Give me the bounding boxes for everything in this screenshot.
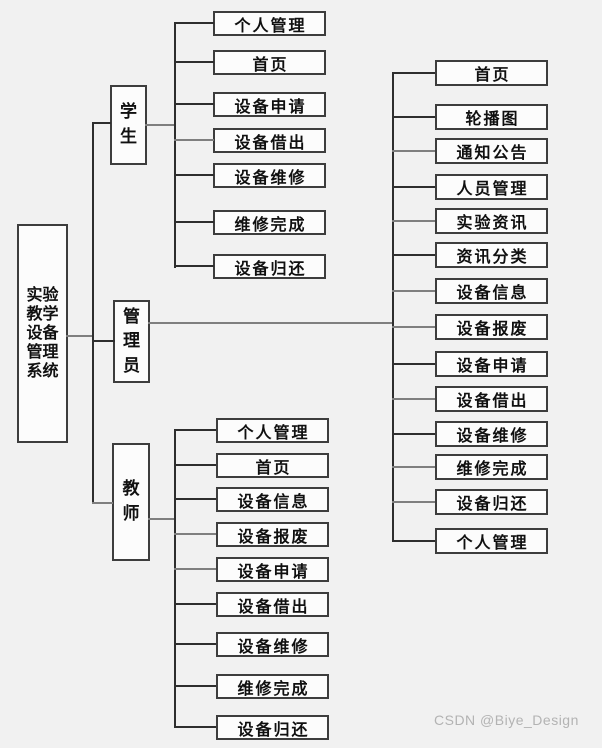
connector-line [174, 498, 216, 500]
connector-line [92, 502, 113, 504]
admin-item-node: 设备信息 [435, 278, 548, 304]
connector-line [174, 103, 214, 105]
role-student-label: 学生 [119, 102, 137, 146]
connector-line [174, 61, 214, 63]
connector-line [174, 643, 216, 645]
connector-line [392, 290, 435, 292]
connector-line [392, 398, 435, 400]
admin-item-node: 首页 [435, 60, 548, 86]
admin-item-node: 通知公告 [435, 138, 548, 164]
connector-line [174, 603, 216, 605]
connector-line [174, 221, 214, 223]
connector-line [174, 533, 216, 535]
admin-item-node: 维修完成 [435, 454, 548, 480]
connector-line [92, 122, 111, 124]
root-node: 实验教学设备管理系统 [17, 224, 68, 443]
teacher-item-node: 设备申请 [216, 557, 329, 582]
teacher-item-node: 设备报废 [216, 522, 329, 547]
connector-line [92, 340, 115, 342]
student-item-node: 个人管理 [213, 11, 326, 36]
teacher-item-node: 设备维修 [216, 632, 329, 657]
role-admin-label: 管理员 [122, 306, 140, 375]
connector-line [392, 72, 435, 74]
system-title: 实验教学设备管理系统 [26, 286, 59, 381]
role-teacher-node: 教师 [112, 443, 150, 561]
student-item-node: 首页 [213, 50, 326, 75]
connector-line [392, 433, 435, 435]
role-teacher-label: 教师 [122, 479, 140, 523]
watermark-text: CSDN @Biye_Design [434, 712, 579, 728]
admin-item-node: 资讯分类 [435, 242, 548, 268]
connector-line [174, 22, 176, 268]
admin-item-node: 设备申请 [435, 351, 548, 377]
teacher-item-node: 个人管理 [216, 418, 329, 443]
connector-line [392, 540, 435, 542]
connector-line [392, 501, 435, 503]
connector-line [174, 685, 216, 687]
role-admin-node: 管理员 [113, 300, 150, 383]
connector-line [148, 518, 175, 520]
admin-item-node: 设备报废 [435, 314, 548, 340]
student-item-node: 设备申请 [213, 92, 326, 117]
connector-line [392, 466, 435, 468]
connector-line [145, 124, 175, 126]
admin-item-node: 设备维修 [435, 421, 548, 447]
admin-item-node: 轮播图 [435, 104, 548, 130]
connector-line [66, 335, 93, 337]
connector-line [148, 322, 393, 324]
connector-line [174, 726, 216, 728]
connector-line [174, 429, 176, 728]
connector-line [174, 265, 214, 267]
teacher-item-node: 维修完成 [216, 674, 329, 699]
connector-line [174, 464, 216, 466]
student-item-node: 设备归还 [213, 254, 326, 279]
connector-line [174, 429, 216, 431]
admin-item-node: 个人管理 [435, 528, 548, 554]
teacher-item-node: 设备归还 [216, 715, 329, 740]
teacher-item-node: 设备借出 [216, 592, 329, 617]
student-item-node: 维修完成 [213, 210, 326, 235]
connector-line [174, 174, 214, 176]
connector-line [174, 22, 214, 24]
connector-line [92, 122, 94, 504]
admin-item-node: 人员管理 [435, 174, 548, 200]
connector-line [392, 72, 394, 542]
admin-item-node: 实验资讯 [435, 208, 548, 234]
student-item-node: 设备借出 [213, 128, 326, 153]
teacher-item-node: 首页 [216, 453, 329, 478]
student-item-node: 设备维修 [213, 163, 326, 188]
connector-line [392, 220, 435, 222]
connector-line [392, 254, 435, 256]
admin-item-node: 设备借出 [435, 386, 548, 412]
connector-line [392, 116, 435, 118]
connector-line [174, 139, 214, 141]
role-student-node: 学生 [110, 85, 147, 165]
admin-item-node: 设备归还 [435, 489, 548, 515]
teacher-item-node: 设备信息 [216, 487, 329, 512]
connector-line [174, 568, 216, 570]
connector-line [392, 326, 435, 328]
connector-line [392, 363, 435, 365]
connector-line [392, 150, 435, 152]
connector-line [392, 186, 435, 188]
